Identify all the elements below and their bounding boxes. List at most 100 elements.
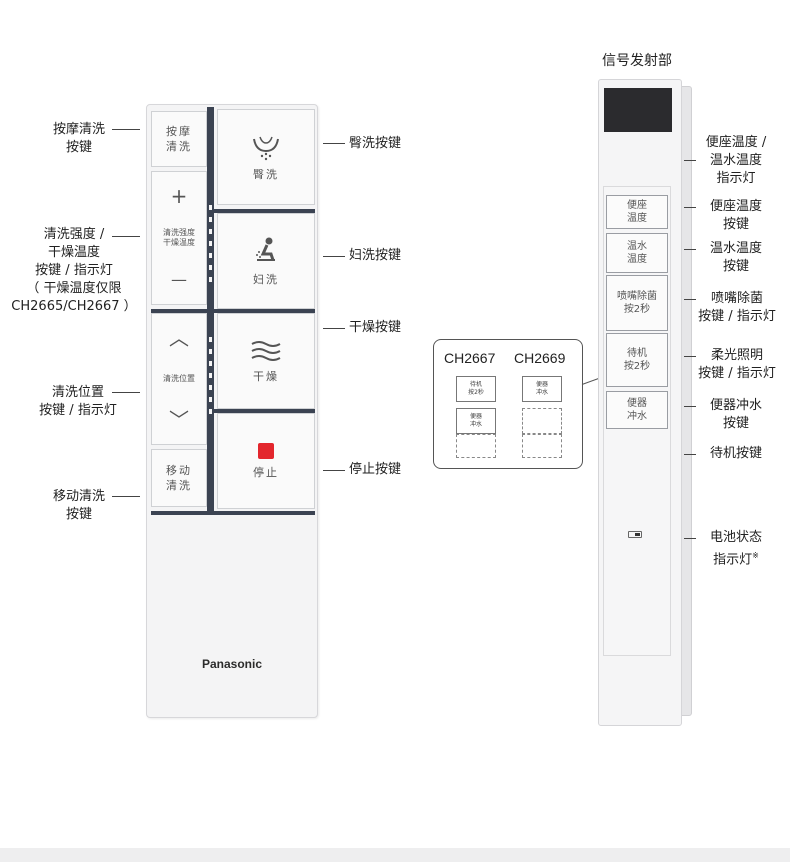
indicator-led <box>209 373 212 378</box>
callout-massage-wash: 按摩清洗 按键 <box>52 122 105 155</box>
model-a-standby-label: 待机 按2秒 <box>468 381 484 396</box>
callout-signal-emitter: 信号发射部 <box>602 53 672 69</box>
inset-pointer <box>581 377 600 385</box>
standby-button[interactable]: 待机 按2秒 <box>606 333 668 387</box>
callout-intensity: 清洗强度 / 干燥温度 按键 / 指示灯 （ 干燥温度仅限 CH2665/CH2… <box>11 227 137 314</box>
nozzle-clean-button[interactable]: 喷嘴除菌 按2秒 <box>606 275 668 331</box>
model-b-flush-label: 便器 冲水 <box>535 381 548 396</box>
model-a-flush-label: 便器 冲水 <box>469 413 482 428</box>
indicator-led <box>209 229 212 234</box>
indicator-led <box>209 217 212 222</box>
dry-label: 干燥 <box>253 369 279 383</box>
leader-nozzle <box>684 299 696 300</box>
model-a-buttons: 待机 按2秒 便器 冲水 <box>456 376 496 461</box>
leader-massage-wash <box>112 129 140 130</box>
flush-label: 便器 冲水 <box>627 398 647 422</box>
callout-flush: 便器冲水 按键 <box>709 398 762 431</box>
stop-icon <box>258 442 274 459</box>
leader-rear-wash <box>323 143 345 144</box>
model-a-title: CH2667 <box>444 350 496 366</box>
stop-button[interactable]: 停止 <box>217 413 315 509</box>
leader-position <box>112 392 140 393</box>
battery-icon <box>628 531 642 538</box>
callout-seat-temp: 便座温度 按键 <box>709 199 762 232</box>
chevron-up-icon[interactable]: ︿ <box>169 326 189 350</box>
feminine-wash-button[interactable]: 妇洗 <box>217 213 315 309</box>
leader-seat-temp <box>684 207 696 208</box>
feminine-wash-icon <box>256 237 275 261</box>
callout-temp-indicator: 便座温度 / 温水温度 指示灯 <box>705 135 767 186</box>
model-b-empty-box-2 <box>522 434 562 458</box>
water-temp-button[interactable]: 温水 温度 <box>606 233 668 273</box>
remote-control-left: 按摩 清洗 臀洗 + 清洗强度 干燥温度 — 妇洗 ︿ 清洗位置 ﹀ <box>146 104 318 718</box>
callout-battery-text: 电池状态 指示灯 <box>709 530 762 568</box>
divider-horizontal-1 <box>213 209 315 213</box>
model-comparison-inset: CH2667 CH2669 待机 按2秒 便器 冲水 便器 冲水 <box>433 339 583 469</box>
callout-nozzle: 喷嘴除菌 按键 / 指示灯 <box>698 291 776 324</box>
massage-wash-label: 按摩 清洗 <box>166 125 192 153</box>
rear-wash-button[interactable]: 臀洗 <box>217 109 315 205</box>
dry-icon <box>251 340 281 361</box>
indicator-led <box>209 409 212 414</box>
indicator-led <box>209 385 212 390</box>
indicator-led <box>209 361 212 366</box>
indicator-led <box>209 205 212 210</box>
intensity-button-group: + 清洗强度 干燥温度 — <box>151 171 207 305</box>
indicator-led <box>209 241 212 246</box>
dry-button[interactable]: 干燥 <box>217 313 315 409</box>
indicator-led <box>209 397 212 402</box>
remote-control-right: 便座 温度 温水 温度 喷嘴除菌 按2秒 待机 按2秒 便器 冲水 <box>598 79 682 726</box>
divider-horizontal-2 <box>151 309 315 313</box>
divider-vertical <box>207 107 214 511</box>
leader-dry <box>323 328 345 329</box>
divider-horizontal-3 <box>213 409 315 413</box>
standby-label: 待机 按2秒 <box>623 348 651 372</box>
seat-temp-label: 便座 温度 <box>627 200 647 224</box>
feminine-wash-label: 妇洗 <box>253 272 279 286</box>
flush-button[interactable]: 便器 冲水 <box>606 391 668 429</box>
move-wash-label: 移动 清洗 <box>166 464 192 492</box>
model-b-empty-box-1 <box>522 408 562 434</box>
callout-battery: 电池状态 指示灯※ <box>700 529 772 569</box>
callout-move-wash: 移动清洗 按键 <box>52 489 105 522</box>
water-temp-label: 温水 温度 <box>627 241 647 265</box>
leader-light <box>684 356 696 357</box>
bottom-bar <box>0 848 790 862</box>
brand-logo: Panasonic <box>201 657 263 671</box>
leader-stop <box>323 470 345 471</box>
minus-icon[interactable]: — <box>171 270 187 289</box>
leader-standby <box>684 454 696 455</box>
model-b-buttons: 便器 冲水 <box>522 376 562 461</box>
chevron-down-icon[interactable]: ﹀ <box>169 408 189 432</box>
leader-flush <box>684 406 696 407</box>
model-b-title: CH2669 <box>514 350 566 366</box>
leader-battery <box>684 538 696 539</box>
intensity-temp-label: 清洗强度 干燥温度 <box>163 228 195 247</box>
model-a-flush-box: 便器 冲水 <box>456 408 496 434</box>
leader-temp-indicator <box>684 160 696 161</box>
position-label: 清洗位置 <box>163 374 195 383</box>
move-wash-button[interactable]: 移动 清洗 <box>151 449 207 507</box>
indicator-led <box>209 349 212 354</box>
stop-label: 停止 <box>253 465 279 479</box>
rear-wash-icon <box>253 136 279 160</box>
divider-horizontal-bottom <box>151 511 315 515</box>
model-b-flush-box: 便器 冲水 <box>522 376 562 402</box>
massage-wash-button[interactable]: 按摩 清洗 <box>151 111 207 167</box>
leader-water-temp <box>684 249 696 250</box>
signal-emitter <box>604 88 672 132</box>
callout-standby: 待机按键 <box>709 446 762 461</box>
callout-stop: 停止按键 <box>349 462 402 477</box>
callout-rear-wash: 臀洗按键 <box>349 136 402 151</box>
rear-wash-label: 臀洗 <box>253 167 279 181</box>
seat-temp-button[interactable]: 便座 温度 <box>606 195 668 229</box>
callout-water-temp: 温水温度 按键 <box>709 241 762 274</box>
leader-feminine-wash <box>323 256 345 257</box>
leader-move-wash <box>112 496 140 497</box>
callout-light: 柔光照明 按键 / 指示灯 <box>698 348 776 381</box>
plus-icon[interactable]: + <box>170 184 188 208</box>
model-a-standby-box: 待机 按2秒 <box>456 376 496 402</box>
indicator-led <box>209 337 212 342</box>
indicator-led <box>209 277 212 282</box>
nozzle-clean-label: 喷嘴除菌 按2秒 <box>617 291 657 315</box>
